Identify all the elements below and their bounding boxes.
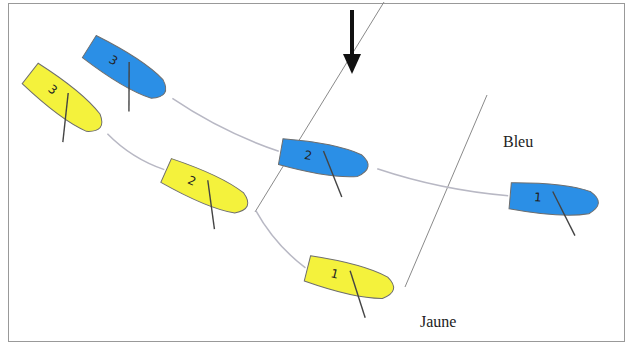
hull <box>160 157 253 221</box>
team-label: Bleu <box>503 133 533 151</box>
boat: 1 <box>301 250 407 309</box>
boom <box>107 62 151 111</box>
boat-hull <box>507 178 610 223</box>
boat: 2 <box>157 153 263 227</box>
track-line <box>256 210 306 268</box>
track-line <box>377 169 508 196</box>
wind-arrow <box>350 10 354 56</box>
boom <box>42 93 88 142</box>
boom <box>340 271 375 318</box>
team-label: Jaune <box>420 313 456 331</box>
track-line <box>172 98 278 151</box>
hull <box>304 254 397 305</box>
wind-arrowhead <box>343 54 361 74</box>
boat-hull <box>276 134 381 187</box>
boat: 2 <box>276 134 381 187</box>
callout-number: 1 <box>533 189 542 206</box>
boat: 1 <box>507 178 610 223</box>
wind-line <box>405 95 487 287</box>
hull <box>278 137 370 182</box>
wind-line <box>255 2 384 212</box>
boat: 3 <box>78 30 182 114</box>
boom <box>316 151 349 197</box>
boat-hull <box>78 30 182 114</box>
boom <box>191 180 232 229</box>
hull <box>81 34 172 106</box>
boat-hull <box>157 153 263 227</box>
frame <box>9 4 625 342</box>
boat-hull <box>301 250 407 309</box>
track-line <box>107 134 164 170</box>
boom <box>549 192 579 236</box>
hull <box>509 181 600 219</box>
